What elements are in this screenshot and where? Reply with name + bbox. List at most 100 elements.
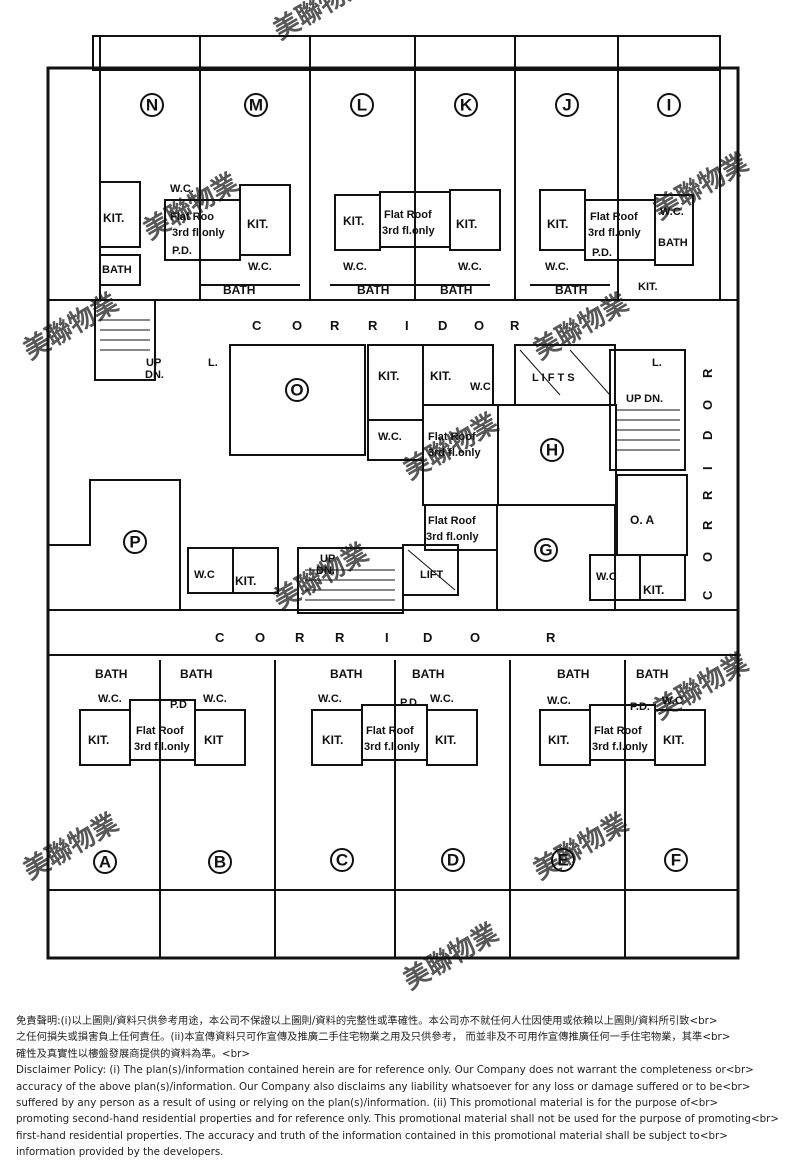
svg-text:BATH: BATH	[180, 667, 212, 681]
unit-j: J	[555, 93, 579, 117]
svg-text:W.C.: W.C.	[547, 695, 571, 707]
svg-text:BATH: BATH	[636, 667, 668, 681]
unit-e: E	[551, 848, 575, 872]
svg-text:KIT.: KIT.	[343, 214, 364, 228]
svg-text:3rd f.l.only: 3rd f.l.only	[364, 741, 421, 753]
svg-text:KIT.: KIT.	[103, 211, 124, 225]
svg-text:L.: L.	[208, 357, 218, 369]
unit-k: K	[454, 93, 478, 117]
svg-text:LIFT: LIFT	[420, 569, 443, 581]
svg-text:L.: L.	[652, 357, 662, 369]
svg-text:美聯物業: 美聯物業	[398, 917, 503, 995]
svg-text:KIT.: KIT.	[88, 733, 109, 747]
svg-text:M: M	[249, 96, 263, 115]
svg-text:KIT.: KIT.	[663, 733, 684, 747]
disclaimer-en-line: accuracy of the above plan(s)/informatio…	[16, 1080, 751, 1093]
svg-text:P: P	[129, 533, 140, 552]
svg-text:BATH: BATH	[357, 283, 389, 297]
unit-o: O	[285, 378, 309, 402]
svg-text:P.D.: P.D.	[592, 247, 612, 259]
svg-text:L I F T S: L I F T S	[532, 372, 575, 384]
unit-d: D	[441, 848, 465, 872]
bottom-unit-walls	[79, 660, 706, 958]
outer-walls	[46, 35, 740, 960]
unit-l: L	[350, 93, 374, 117]
svg-text:C: C	[336, 851, 348, 870]
svg-text:W.C.: W.C.	[203, 693, 227, 705]
svg-text:O: O	[292, 318, 302, 333]
svg-text:D: D	[447, 851, 459, 870]
svg-text:W.C: W.C	[596, 571, 617, 583]
svg-text:H: H	[546, 441, 558, 460]
svg-text:DN.: DN.	[316, 565, 335, 577]
svg-text:BATH: BATH	[555, 283, 587, 297]
disclaimer-zh-line: 之任何損失或損害負上任何責任。(ii)本宣傳資料只可作宣傳及推廣二手住宅物業之用…	[16, 1031, 731, 1044]
svg-text:美聯物業: 美聯物業	[18, 287, 123, 365]
svg-text:Flat Roof: Flat Roof	[366, 725, 414, 737]
svg-text:L: L	[357, 96, 367, 115]
unit-n: N	[140, 93, 164, 117]
svg-text:O: O	[255, 630, 265, 645]
top-unit-walls	[99, 36, 721, 300]
svg-text:Flat Roof: Flat Roof	[384, 209, 432, 221]
svg-text:KIT.: KIT.	[235, 574, 256, 588]
svg-text:R: R	[700, 520, 715, 530]
svg-text:W.C.: W.C.	[545, 261, 569, 273]
svg-text:I: I	[700, 466, 715, 470]
svg-text:BATH: BATH	[330, 667, 362, 681]
svg-text:W.C.: W.C.	[430, 693, 454, 705]
disclaimer-zh-line: 免責聲明:(i)以上圖則/資料只供參考用途，本公司不保證以上圖則/資料的完整性或…	[16, 1015, 718, 1027]
svg-text:O: O	[474, 318, 484, 333]
svg-text:R: R	[368, 318, 378, 333]
svg-text:J: J	[562, 96, 571, 115]
disclaimer-en-line: first-hand residential properties. The a…	[16, 1129, 728, 1142]
svg-text:美聯物業: 美聯物業	[528, 807, 633, 885]
svg-text:I: I	[385, 630, 389, 645]
svg-text:Flat Roof: Flat Roof	[428, 431, 476, 443]
svg-text:K: K	[460, 96, 473, 115]
stairs	[100, 319, 680, 601]
watermark-logos: 美聯物業 美聯物業 美聯物業 美聯物業 美聯物業 美聯物業 美聯物業 美聯物業 …	[18, 0, 753, 995]
svg-text:Flat Roof: Flat Roof	[136, 725, 184, 737]
svg-text:R: R	[335, 630, 345, 645]
corridor-top: C O R R I D O R	[252, 318, 520, 333]
svg-text:Flat Roof: Flat Roof	[590, 211, 638, 223]
svg-text:W.C.: W.C.	[98, 693, 122, 705]
svg-text:W.C.: W.C.	[318, 693, 342, 705]
disclaimer-zh-line: 確性及真實性以樓盤發展商提供的資料為準。<br>	[16, 1047, 250, 1060]
svg-text:R: R	[510, 318, 520, 333]
unit-c: C	[330, 848, 354, 872]
unit-labels: N M L K J I O H P G A B C D E F	[93, 93, 688, 874]
svg-text:D: D	[438, 318, 447, 333]
svg-text:D: D	[423, 630, 432, 645]
svg-text:Flat Roo: Flat Roo	[170, 211, 214, 223]
svg-text:BATH: BATH	[557, 667, 589, 681]
unit-g: G	[534, 538, 558, 562]
svg-text:W.C.: W.C.	[343, 261, 367, 273]
svg-text:BATH: BATH	[223, 283, 255, 297]
svg-text:UP: UP	[146, 357, 161, 369]
svg-text:美聯物業: 美聯物業	[268, 0, 373, 45]
svg-text:KIT.: KIT.	[548, 733, 569, 747]
svg-text:BATH: BATH	[440, 283, 472, 297]
svg-text:O: O	[290, 381, 303, 400]
svg-text:W.C: W.C	[662, 695, 683, 707]
svg-text:W.C.: W.C.	[378, 431, 402, 443]
disclaimer-en-line: promoting second-hand residential proper…	[16, 1113, 779, 1126]
svg-text:D: D	[700, 431, 715, 440]
svg-text:Flat Roof: Flat Roof	[594, 725, 642, 737]
corridor-bottom: C O R R I D O R	[215, 630, 556, 645]
svg-text:KIT.: KIT.	[643, 583, 664, 597]
svg-text:W.C.: W.C.	[170, 183, 194, 195]
svg-text:I: I	[667, 96, 672, 115]
svg-text:N: N	[146, 96, 158, 115]
svg-text:UP: UP	[320, 553, 335, 565]
svg-text:O. A: O. A	[630, 513, 655, 527]
svg-text:O: O	[700, 400, 715, 410]
corridor-right: C O R R I D O R	[700, 368, 715, 600]
disclaimer: 免責聲明:(i)以上圖則/資料只供參考用途，本公司不保證以上圖則/資料的完整性或…	[16, 1013, 781, 1161]
svg-text:BATH: BATH	[102, 264, 132, 276]
svg-text:KIT.: KIT.	[547, 217, 568, 231]
svg-text:O: O	[470, 630, 480, 645]
floor-plan: N M L K J I O H P G A B C D E F KIT. BAT…	[18, 0, 753, 995]
